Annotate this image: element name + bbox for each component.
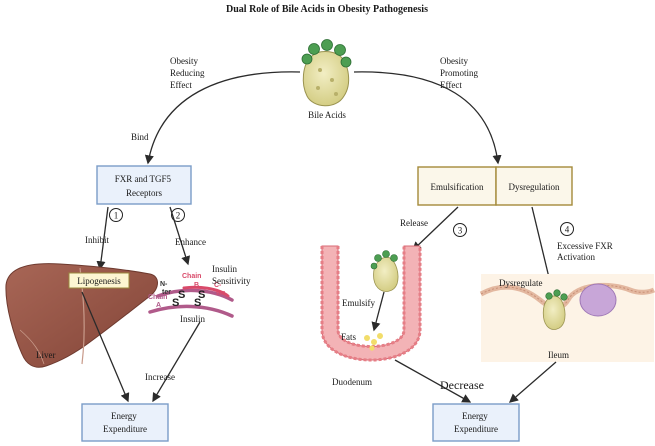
receptors-label: FXR and TGF5 Receptors xyxy=(115,174,174,198)
arrow-to-receptors xyxy=(144,71,301,165)
duodenum-label: Duodenum xyxy=(332,377,372,387)
dysregulate-label: Dysregulate xyxy=(499,278,542,288)
bind-label: Bind xyxy=(131,132,149,142)
arrow-release xyxy=(412,206,459,251)
insulin-c-ter-label: C- xyxy=(214,282,222,289)
receptors-box xyxy=(96,165,192,205)
step-number-2: 2 xyxy=(171,208,185,222)
dysregulation-label: Dysregulation xyxy=(509,182,560,192)
arrow-enhance xyxy=(169,206,191,266)
bile-acids-label: Bile Acids xyxy=(308,110,346,120)
insulin-chain-b-label: Chain xyxy=(182,273,201,280)
ileum-label: Ileum xyxy=(548,350,569,360)
arrow-emulsify xyxy=(371,291,385,332)
arrow-insulin-to-energy xyxy=(152,321,201,403)
emulsification-box xyxy=(417,166,497,206)
energy-expenditure-left-box xyxy=(81,403,169,442)
insulin-label: Insulin xyxy=(180,314,206,324)
step-number-4: 4 xyxy=(560,222,574,236)
svg-text:1: 1 xyxy=(114,211,119,221)
energy-expenditure-right-box xyxy=(432,403,520,442)
insulin-n-ter-label: N- xyxy=(160,281,168,288)
insulin-molecule-icon xyxy=(148,285,234,318)
decrease-label: Decrease xyxy=(440,378,484,392)
insulin-chain-b-letter: B xyxy=(194,282,199,289)
energy-expenditure-left-label: Energy Expenditure xyxy=(103,411,147,434)
diagram-title: Dual Role of Bile Acids in Obesity Patho… xyxy=(226,4,428,15)
increase-label: Increase xyxy=(145,372,175,382)
disulfide-s-4: S xyxy=(194,297,201,309)
liver-icon xyxy=(5,263,158,368)
enhance-label: Enhance xyxy=(175,237,206,247)
step-number-3: 3 xyxy=(453,223,467,237)
insulin-n-ter-suffix: ter xyxy=(162,289,171,296)
obesity-promoting-effect-label: Obesity Promoting Effect xyxy=(440,56,480,90)
inhibit-label: Inhibit xyxy=(85,235,109,245)
insulin-c-ter-suffix: ter xyxy=(216,290,225,297)
arrow-to-emulsification xyxy=(353,71,502,165)
energy-expenditure-right-label: Energy Expenditure xyxy=(454,411,498,434)
fat-droplets-icon xyxy=(364,333,383,351)
arrow-duodenum-to-energy xyxy=(394,359,472,403)
lipogenesis-label: Lipogenesis xyxy=(77,276,121,286)
fats-label: Fats xyxy=(341,332,357,342)
liver-vessel-line xyxy=(19,329,45,365)
duodenum-icon xyxy=(320,245,422,362)
ileum-cell-nucleus-icon xyxy=(579,283,617,317)
disulfide-s-3: S xyxy=(198,289,205,301)
obesity-reducing-effect-label: Obesity Reducing Effect xyxy=(170,56,207,90)
insulin-sensitivity-label: Insulin Sensitivity xyxy=(212,264,251,286)
arrow-ileum-to-energy xyxy=(508,361,557,403)
arrow-liver-to-energy xyxy=(81,291,130,403)
insulin-chain-a-label: Chain xyxy=(148,294,167,301)
emulsification-label: Emulsification xyxy=(431,182,484,192)
disulfide-s-1: S xyxy=(178,289,185,301)
disulfide-s-2: S xyxy=(172,297,179,309)
arrow-inhibit xyxy=(96,206,109,271)
svg-text:2: 2 xyxy=(176,211,181,221)
step-number-1: 1 xyxy=(109,208,123,222)
ileum-wall-texture xyxy=(480,284,655,308)
excessive-fxr-label: Excessive FXR Activation xyxy=(557,241,615,262)
dysregulation-box xyxy=(495,166,573,206)
liver-label: Liver xyxy=(36,350,56,360)
svg-text:3: 3 xyxy=(458,226,463,236)
ileum-bile-cluster-icon xyxy=(542,289,568,330)
svg-text:4: 4 xyxy=(565,225,570,235)
lipogenesis-box xyxy=(68,272,130,289)
duodenum-bile-cluster-icon xyxy=(370,250,399,292)
release-label: Release xyxy=(400,218,428,228)
insulin-chain-a-letter: A xyxy=(156,302,161,309)
emulsify-label: Emulsify xyxy=(342,298,375,308)
bile-acid-cluster-icon xyxy=(301,39,352,107)
